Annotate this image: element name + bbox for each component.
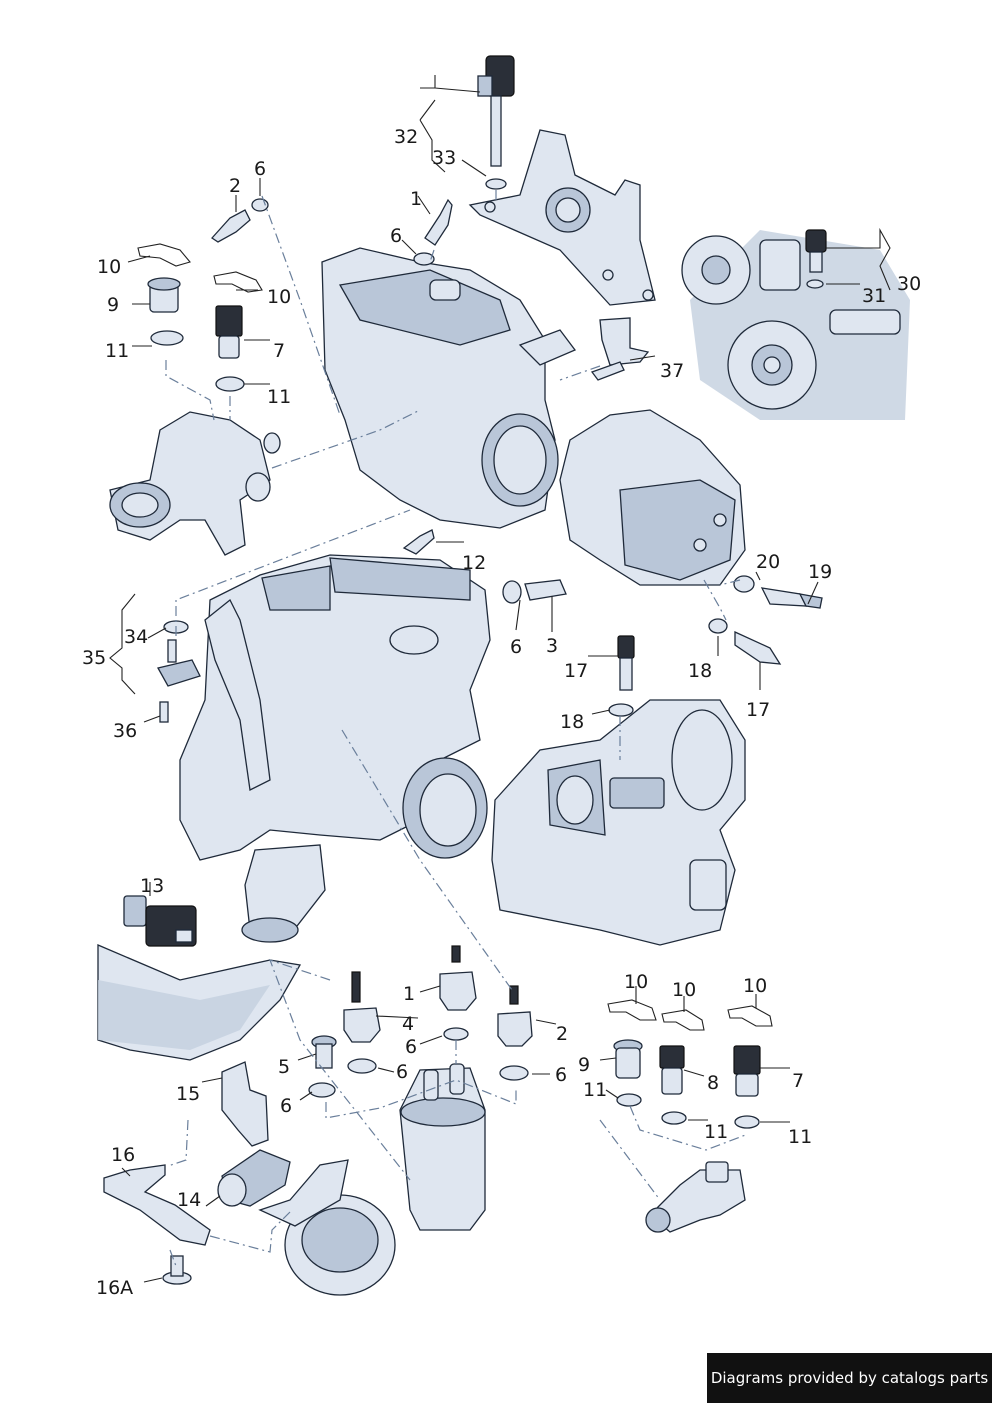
- plug-5: [311, 1035, 337, 1069]
- assembly-dash-lines: [165, 190, 749, 1267]
- callout-10: 10: [97, 256, 121, 278]
- callout-37: 37: [660, 360, 684, 382]
- callout-16a: 16A: [96, 1277, 133, 1299]
- clip-10-top-left: [137, 243, 263, 293]
- sender-1-bottom: [439, 945, 477, 1011]
- bolt-16a: [162, 1255, 192, 1285]
- callout-36: 36: [113, 720, 137, 742]
- gearbox-upper: [559, 409, 746, 586]
- callout-labels: 32 33 1 6 2 6 10 10 9 7 11 11 30 31 37 1…: [82, 126, 921, 1299]
- callout-14: 14: [177, 1189, 201, 1211]
- callout-6: 6: [510, 636, 522, 658]
- callout-5: 5: [278, 1056, 290, 1078]
- callout-17: 17: [564, 660, 588, 682]
- switch-13: [123, 895, 197, 947]
- callout-12: 12: [462, 552, 486, 574]
- front-cover-plate: [468, 129, 656, 306]
- callout-11: 11: [583, 1079, 607, 1101]
- callout-10: 10: [267, 286, 291, 308]
- seals-6-bottom: [308, 1027, 529, 1098]
- callout-10: 10: [624, 971, 648, 993]
- thermostat-housing-top: [109, 411, 281, 556]
- callout-6: 6: [390, 225, 402, 247]
- callout-35: 35: [82, 647, 106, 669]
- callout-15: 15: [176, 1083, 200, 1105]
- gearbox-lower: [491, 699, 746, 946]
- clips-10-bottom: [607, 999, 773, 1031]
- sensor-34-35-36: [157, 620, 201, 723]
- callout-2: 2: [556, 1023, 568, 1045]
- callout-6: 6: [405, 1036, 417, 1058]
- callout-8: 8: [707, 1072, 719, 1094]
- credit-banner: Diagrams provided by catalogs parts: [707, 1353, 992, 1403]
- seals-11-bottom: [616, 1093, 760, 1129]
- callout-1: 1: [403, 983, 415, 1005]
- sender-8: [659, 1045, 685, 1095]
- coolant-flange-bottom: [645, 1161, 746, 1233]
- callout-2: 2: [229, 175, 241, 197]
- callout-30: 30: [897, 273, 921, 295]
- callout-9: 9: [578, 1054, 590, 1076]
- sender-7-bottom: [733, 1045, 761, 1097]
- sensor-37: [590, 317, 650, 381]
- callout-11: 11: [267, 386, 291, 408]
- callout-1: 1: [410, 188, 422, 210]
- switch-14: [217, 1149, 291, 1207]
- plug-9-bottom: [613, 1039, 643, 1079]
- callout-7: 7: [273, 340, 285, 362]
- oil-filter-lower: [241, 844, 326, 943]
- callout-20: 20: [756, 551, 780, 573]
- sensor-32-assembly: [477, 55, 515, 190]
- seal-11-top: [150, 330, 245, 392]
- callout-18: 18: [560, 711, 584, 733]
- callout-32: 32: [394, 126, 418, 148]
- sensor-30: [805, 229, 827, 289]
- plug-9-top: [147, 277, 181, 313]
- sensor-1-top: [413, 198, 453, 266]
- credit-text: Diagrams provided by catalogs parts: [710, 1369, 989, 1387]
- pulley-inset: [681, 230, 910, 420]
- callout-3: 3: [546, 635, 558, 657]
- sensor-12: [402, 529, 435, 555]
- oil-filter-housing: [399, 1063, 486, 1231]
- callout-11: 11: [788, 1126, 812, 1148]
- callout-11: 11: [704, 1121, 728, 1143]
- bumper-trim: [97, 944, 302, 1061]
- bracket-15: [221, 1061, 269, 1147]
- leader-lines: [109, 75, 891, 1283]
- callout-10: 10: [672, 979, 696, 1001]
- callout-11: 11: [105, 340, 129, 362]
- engine-upper: [321, 247, 577, 529]
- callout-6: 6: [280, 1095, 292, 1117]
- sender-4: [343, 971, 381, 1043]
- horn: [258, 1159, 396, 1296]
- sensor-3-and-seal-6: [502, 579, 567, 604]
- callout-17: 17: [746, 699, 770, 721]
- bracket-16: [103, 1164, 211, 1246]
- callout-6: 6: [396, 1061, 408, 1083]
- callout-6: 6: [254, 158, 266, 180]
- sensor-2-top: [211, 198, 269, 243]
- callout-33: 33: [432, 147, 456, 169]
- callout-16: 16: [111, 1144, 135, 1166]
- callout-34: 34: [124, 626, 148, 648]
- sender-2-bottom: [497, 985, 533, 1047]
- callout-6: 6: [555, 1064, 567, 1086]
- callout-31: 31: [862, 285, 886, 307]
- callout-7: 7: [792, 1070, 804, 1092]
- engine-lower: [179, 554, 491, 861]
- seal-18-and-sender-17-right: [708, 618, 782, 665]
- sender-7-top: [215, 305, 243, 359]
- callout-10: 10: [743, 975, 767, 997]
- callout-18: 18: [688, 660, 712, 682]
- callout-4: 4: [402, 1013, 414, 1035]
- sender-17-left: [608, 635, 635, 717]
- callout-9: 9: [107, 294, 119, 316]
- callout-19: 19: [808, 561, 832, 583]
- callout-13: 13: [140, 875, 164, 897]
